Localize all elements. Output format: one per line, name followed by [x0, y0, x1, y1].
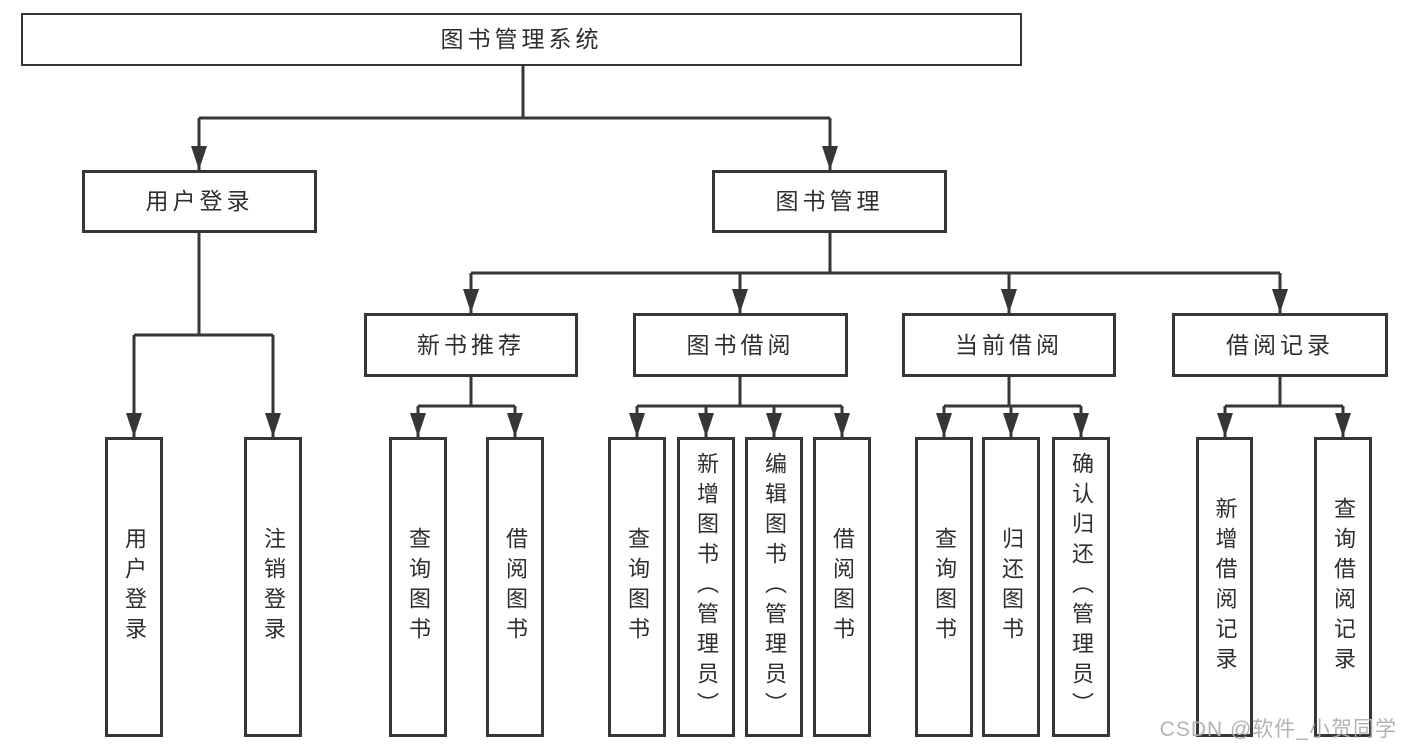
node-book-borrow: 图书借阅 — [633, 313, 848, 377]
leaf-logout-label: 注销登录 — [261, 527, 286, 647]
leaf-edit-book-admin-label: 编辑图书（管理员） — [762, 452, 787, 722]
node-new-book-recommend-label: 新书推荐 — [417, 331, 525, 358]
leaf-user-login: 用户登录 — [105, 437, 163, 737]
leaf-confirm-return-admin: 确认归还（管理员） — [1052, 437, 1110, 737]
node-new-book-recommend: 新书推荐 — [364, 313, 578, 377]
leaf-query-borrow-record: 查询借阅记录 — [1314, 437, 1372, 737]
leaf-add-book-admin-label: 新增图书（管理员） — [694, 452, 719, 722]
leaf-return-book-label: 归还图书 — [999, 527, 1024, 647]
leaf-confirm-return-admin-label: 确认归还（管理员） — [1069, 452, 1094, 722]
leaf-query-books-borrow: 查询图书 — [608, 437, 666, 737]
leaf-edit-book-admin: 编辑图书（管理员） — [745, 437, 803, 737]
leaf-add-borrow-record: 新增借阅记录 — [1196, 437, 1253, 737]
leaf-query-books-recommend: 查询图书 — [389, 437, 447, 737]
leaf-return-book: 归还图书 — [982, 437, 1040, 737]
leaf-borrow-books-recommend-label: 借阅图书 — [503, 527, 528, 647]
arrowheads — [126, 146, 1351, 437]
node-book-borrow-label: 图书借阅 — [686, 331, 795, 358]
node-current-borrow: 当前借阅 — [902, 313, 1116, 377]
node-user-login: 用户登录 — [82, 170, 317, 233]
leaf-borrow-books-label: 借阅图书 — [830, 527, 855, 647]
leaf-borrow-books: 借阅图书 — [813, 437, 871, 737]
node-user-login-label: 用户登录 — [145, 188, 254, 214]
node-library-system: 图书管理系统 — [21, 13, 1022, 66]
node-book-management-label: 图书管理 — [775, 188, 884, 214]
node-book-management: 图书管理 — [712, 170, 947, 233]
leaf-add-borrow-record-label: 新增借阅记录 — [1212, 497, 1238, 677]
node-library-system-label: 图书管理系统 — [440, 26, 603, 52]
leaf-user-login-label: 用户登录 — [122, 527, 147, 647]
leaf-query-borrow-record-label: 查询借阅记录 — [1331, 497, 1356, 677]
leaf-borrow-books-recommend: 借阅图书 — [486, 437, 544, 737]
leaf-query-books-current-label: 查询图书 — [932, 527, 957, 647]
leaf-add-book-admin: 新增图书（管理员） — [677, 437, 735, 737]
node-current-borrow-label: 当前借阅 — [955, 331, 1063, 358]
leaf-query-books-current: 查询图书 — [915, 437, 973, 737]
node-borrow-records: 借阅记录 — [1172, 313, 1388, 377]
leaf-query-books-recommend-label: 查询图书 — [406, 527, 431, 647]
leaf-logout: 注销登录 — [244, 437, 302, 737]
connector-paths — [132, 66, 1345, 437]
leaf-query-books-borrow-label: 查询图书 — [625, 527, 650, 647]
node-borrow-records-label: 借阅记录 — [1226, 331, 1334, 358]
